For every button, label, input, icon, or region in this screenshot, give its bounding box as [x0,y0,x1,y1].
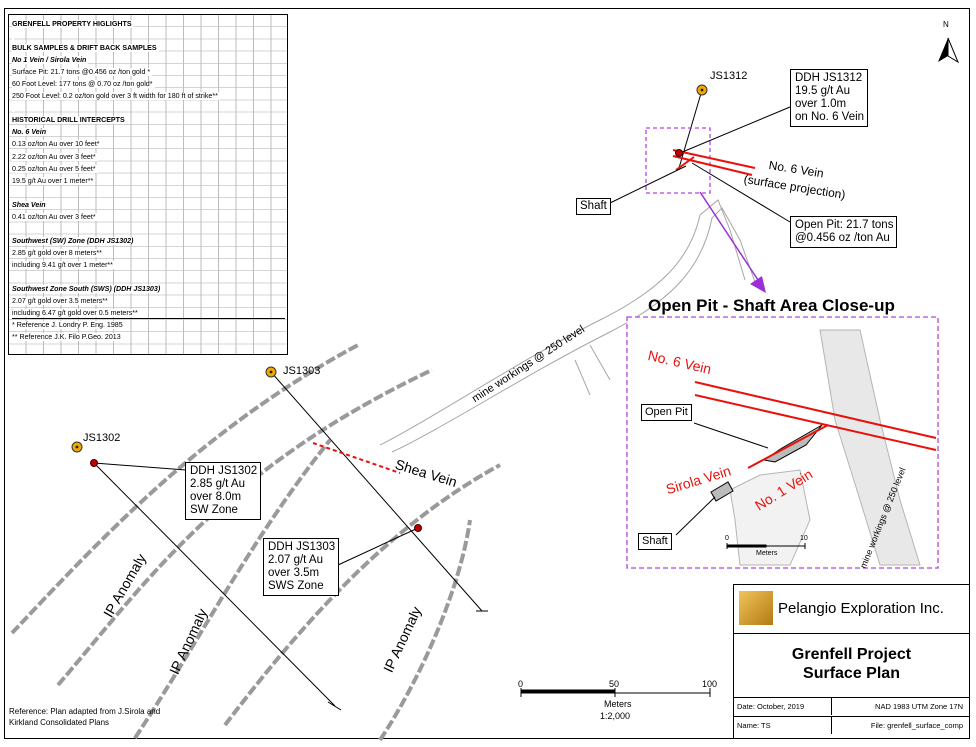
title-block-date-row: Date: October, 2019 NAD 1983 UTM Zone 17… [734,697,969,715]
highlight-row: Southwest Zone South (SWS) (DDH JS1303) [12,285,163,294]
map-date: Date: October, 2019 [737,702,805,711]
highlight-row: No 1 Vein / Sirola Vein [12,56,89,65]
highlight-row [12,187,285,199]
highlight-row: 0.25 oz/ton Au over 5 feet* [12,164,98,173]
closeup-arrowhead [750,276,766,293]
closeup-shaft-callout: Shaft [638,533,672,550]
highlight-row: Surface Pit: 21.7 tons @0.456 oz /ton go… [12,68,153,77]
ip-band-4 [223,463,501,727]
highlight-row: 0.13 oz/ton Au over 10 feet* [12,140,102,149]
callout-shaft: Shaft [576,198,611,215]
callout-open-pit: Open Pit: 21.7 tons@0.456 oz /ton Au [790,216,897,248]
closeup-open-pit-callout: Open Pit [641,404,692,421]
drill-trace-js1312 [678,89,703,169]
project-title: Grenfell Project Surface Plan [791,646,912,682]
drill-trace-js1302 [93,462,336,707]
highlight-row: including 9.41 g/t over 1 meter** [12,260,115,269]
drill-traces [93,89,703,711]
highlight-row: No. 6 Vein [12,128,49,137]
pelangio-logo-icon [739,591,773,625]
leader-lines [93,106,791,566]
mine-workings [379,199,756,453]
highlight-row [12,271,285,283]
highlight-row: ** Reference J.K. Filo P.Geo. 2013 [12,333,123,342]
intercept-js1302 [90,459,98,467]
closeup-no6-vein-1 [694,381,937,439]
intercept-js1303 [414,524,422,532]
drill-trace-js1303 [270,371,483,612]
shea-vein-line [312,442,401,474]
scale-tick-50: 50 [609,679,620,689]
company-name: Pelangio Exploration Inc. [778,600,944,617]
map-datum: NAD 1983 UTM Zone 17N [875,702,963,711]
hole-label-js1302: JS1302 [83,432,121,444]
hole-markers [71,84,708,532]
highlight-row: Shea Vein [12,200,48,209]
highlight-row: 250 Foot Level: 0.2 oz/ton gold over 3 f… [12,92,220,101]
highlight-row: 2.22 oz/ton Au over 3 feet* [12,152,98,161]
highlight-row: * Reference J. Londry P. Eng. 1985 [12,321,125,330]
closeup-scale-tick-10: 10 [800,535,808,542]
scale-tick-100: 100 [702,679,718,689]
hole-label-js1312: JS1312 [710,70,748,82]
ip-band-1 [10,343,359,635]
closeup-scale-bar [726,543,806,549]
map-frame [4,8,970,739]
map-author: Name: TS [737,721,771,730]
highlight-row [12,102,285,114]
scale-bar [520,688,711,697]
highlight-row: 0.41 oz/ton Au over 3 feet* [12,212,98,221]
highlight-row: 60 Foot Level: 177 tons @ 0.70 oz /ton g… [12,80,155,89]
highlight-row: BULK SAMPLES & DRIFT BACK SAMPLES [12,44,159,53]
scale-unit: Meters [604,699,632,709]
ip-band-3 [133,438,332,740]
highlight-row [12,223,285,235]
scale-ratio: 1:2,000 [600,711,631,721]
closeup-scale-tick-0: 0 [725,535,729,542]
scale-tick-0: 0 [518,679,524,689]
pit-area-box [645,127,711,194]
north-arrow-icon [938,37,960,64]
closeup-workings [729,329,921,566]
highlight-row: 19.5 g/t Au over 1 meter** [12,176,96,185]
no1-vein-small [675,156,695,171]
hole-label-js1303: JS1303 [283,365,321,377]
highlight-row: HISTORICAL DRILL INTERCEPTS [12,116,127,125]
ip-anomaly-bands [10,343,501,742]
no6-vein-projection-2 [672,155,753,176]
no6-vein-projection-1 [672,149,756,169]
highlight-row: including 6.47 g/t gold over 0.5 meters*… [12,307,285,320]
north-label: N [943,20,949,29]
title-block-name-row: Name: TS File: grenfell_surface_comp [734,716,969,734]
highlight-row: 2.85 g/t gold over 8 meters** [12,248,104,257]
highlight-row: GRENFELL PROPERTY HIGLIGHTS [12,20,134,28]
closeup-scale-unit: Meters [756,550,778,557]
ip-band-5 [378,519,472,742]
highlight-row [12,30,285,42]
title-block: Pelangio Exploration Inc. Grenfell Proje… [733,584,970,739]
reference-note: Reference: Plan adapted from J.Sirola an… [9,707,161,727]
closeup-no6-vein-2 [694,394,937,451]
highlight-row: 2.07 g/t gold over 3.5 meters** [12,297,110,306]
intercept-js1312 [675,149,683,157]
closeup-no1-vein [747,424,829,469]
closeup-title: Open Pit - Shaft Area Close-up [648,296,895,315]
highlight-row: Southwest (SW) Zone (DDH JS1302) [12,236,136,245]
map-file: File: grenfell_surface_comp [870,721,963,730]
ip-band-2 [56,368,433,687]
closeup-arrow [699,191,759,281]
property-highlights-table: GRENFELL PROPERTY HIGLIGHTS BULK SAMPLES … [8,14,288,355]
